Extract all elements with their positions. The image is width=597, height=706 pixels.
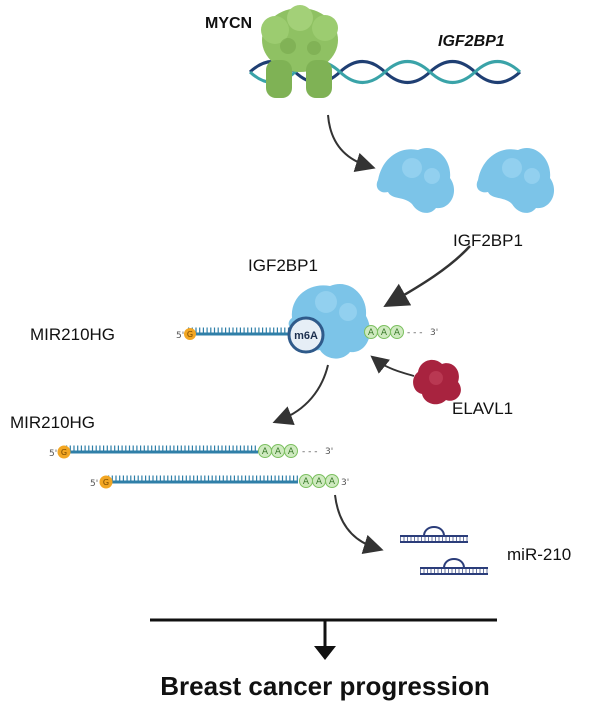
- poly-a-tail-2: A A A: [258, 444, 298, 458]
- arrow-expression: [327, 114, 376, 173]
- svg-text:A: A: [329, 477, 336, 487]
- arrow-stabilization: [272, 364, 329, 426]
- svg-text:A: A: [394, 328, 401, 338]
- svg-text:A: A: [275, 447, 282, 457]
- igf2bp1-right-label: IGF2BP1: [453, 231, 523, 250]
- dna-double-helix: [248, 60, 522, 84]
- mir210hg-transcript-3: [108, 475, 298, 484]
- svg-text:A: A: [368, 328, 375, 338]
- three-prime-3: 3': [341, 478, 349, 488]
- m6a-mark: m6A: [287, 316, 325, 354]
- outcome-label: Breast cancer progression: [160, 671, 489, 701]
- svg-text:A: A: [316, 477, 323, 487]
- svg-text:G: G: [103, 478, 109, 487]
- mirna-hairpin-1: [400, 526, 468, 543]
- cap-2: G: [57, 445, 71, 459]
- svg-text:G: G: [61, 448, 67, 457]
- svg-text:m6A: m6A: [294, 330, 318, 342]
- svg-text:A: A: [262, 447, 269, 457]
- svg-text:A: A: [381, 328, 388, 338]
- three-prime-1: 3': [430, 328, 438, 338]
- mir210hg-top-label: MIR210HG: [30, 325, 115, 344]
- mycn-protein: [261, 5, 338, 98]
- svg-text:G: G: [187, 330, 193, 339]
- elavl1-protein: [413, 359, 461, 405]
- arrow-binding: [383, 245, 471, 307]
- mir210hg-transcript-2: [66, 445, 258, 454]
- poly-a-tail-1: A A A: [364, 325, 404, 339]
- igf2bp1-protein-right: [476, 148, 555, 213]
- mir210-label: miR-210: [507, 545, 571, 564]
- gene-label: IGF2BP1: [438, 33, 505, 50]
- dots-2: - - -: [302, 447, 317, 457]
- igf2bp1-protein-left: [376, 148, 455, 213]
- igf2bp1-top-label: IGF2BP1: [248, 256, 318, 275]
- svg-text:A: A: [303, 477, 310, 487]
- cap-1: G: [184, 328, 196, 340]
- poly-a-tail-3: A A A: [299, 474, 339, 488]
- five-prime-3: 5': [90, 479, 98, 489]
- mir210hg-bottom-label: MIR210HG: [10, 413, 95, 432]
- dots-1: - - -: [407, 328, 422, 338]
- svg-text:A: A: [288, 447, 295, 457]
- cap-3: G: [99, 475, 113, 489]
- five-prime-2: 5': [49, 449, 57, 459]
- mycn-label: MYCN: [205, 15, 252, 32]
- three-prime-2: 3': [325, 447, 333, 457]
- five-prime-1: 5': [176, 331, 184, 341]
- arrow-processing: [334, 494, 384, 555]
- outcome-arrow-head: [314, 646, 336, 660]
- elavl1-label: ELAVL1: [452, 399, 513, 418]
- arrow-elavl1: [370, 355, 415, 377]
- mirna-hairpin-2: [420, 558, 488, 575]
